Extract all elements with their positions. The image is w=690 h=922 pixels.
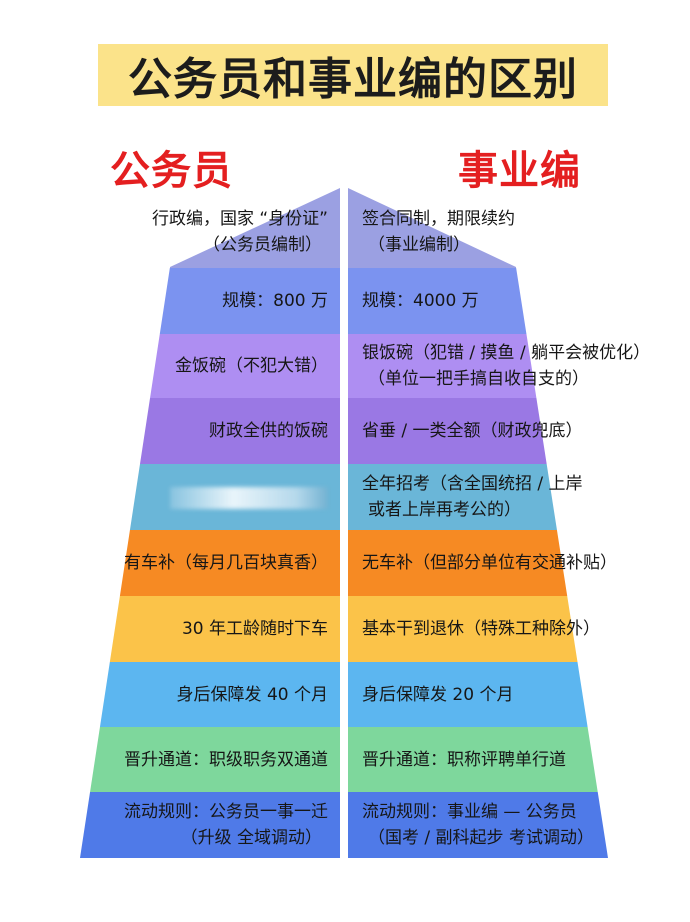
pyramid-band-left-7 xyxy=(109,596,340,662)
pyramid-band-right-9 xyxy=(348,727,598,792)
pyramid-band-right-2 xyxy=(348,268,527,334)
item-line: （国考 / 副科起步 考试调动） xyxy=(368,828,594,848)
public-institution-item: 晋升通道：职称评聘单行道 xyxy=(362,747,566,773)
public-institution-item: 签合同制，期限续约 （事业编制） xyxy=(362,206,515,258)
item-line: 身后保障发 40 个月 xyxy=(176,684,328,705)
public-institution-item: 银饭碗（犯错 / 摸鱼 / 躺平会被优化） （单位一把手搞自收自支的） xyxy=(362,340,650,392)
item-line: 30 年工龄随时下车 xyxy=(181,619,328,639)
pyramid-band-right-6 xyxy=(348,530,568,596)
item-line: （升级 全域调动） xyxy=(180,828,322,848)
pyramid-band-right-4 xyxy=(348,398,547,464)
item-line: （公务员编制） xyxy=(203,235,322,255)
pyramid-band-right-3 xyxy=(348,334,537,398)
civil-servant-item: 30 年工龄随时下车 xyxy=(182,616,328,642)
item-line: 签合同制，期限续约 xyxy=(362,209,515,229)
pyramid-band-left-2 xyxy=(159,268,340,334)
blurred-text-region xyxy=(170,487,328,509)
pyramid-band-right-5 xyxy=(348,464,557,530)
public-institution-item: 全年招考（含全国统招 / 上岸或者上岸再考公的） xyxy=(362,471,583,523)
item-line: （单位一把手搞自收自支的） xyxy=(368,369,589,389)
public-institution-header: 事业编 xyxy=(458,148,581,194)
civil-servant-item: 财政全供的饭碗 xyxy=(209,418,328,444)
item-line: 银饭碗（犯错 / 摸鱼 / 躺平会被优化） xyxy=(362,343,651,363)
civil-servant-item: 流动规则：公务员一事一迁 （升级 全域调动） xyxy=(124,799,328,851)
public-institution-item: 流动规则：事业编 — 公务员 （国考 / 副科起步 考试调动） xyxy=(362,799,594,851)
civil-servant-item: 有车补（每月几百块真香） xyxy=(124,550,328,576)
item-line: 有车补（每月几百块真香） xyxy=(124,553,328,573)
item-line: 流动规则：事业编 — 公务员 xyxy=(362,802,577,822)
pyramid-band-left-9 xyxy=(90,727,341,792)
pyramid-band-left-4 xyxy=(140,398,340,464)
pyramid-band-left-3 xyxy=(150,334,340,398)
pyramid-band-right-7 xyxy=(348,596,578,662)
item-line: （事业编制） xyxy=(368,235,470,255)
title-banner: 公务员和事业编的区别 xyxy=(98,44,608,106)
item-line: 省垂 / 一类全额（财政兜底） xyxy=(362,421,583,441)
pyramid-band-right-10 xyxy=(348,792,608,858)
item-line: 规模：4000 万 xyxy=(362,291,479,311)
item-line: 流动规则：公务员一事一迁 xyxy=(124,802,328,822)
civil-servant-header: 公务员 xyxy=(110,148,233,194)
public-institution-item: 身后保障发 20 个月 xyxy=(362,682,513,708)
civil-servant-item: 晋升通道：职级职务双通道 xyxy=(124,747,328,773)
pyramid-band-left-6 xyxy=(119,530,341,596)
item-line: 财政全供的饭碗 xyxy=(209,421,328,441)
public-institution-item: 无车补（但部分单位有交通补贴） xyxy=(362,550,617,576)
civil-servant-item: 金饭碗（不犯大错） xyxy=(175,353,328,379)
pyramid-band-right-1 xyxy=(348,188,516,268)
item-line: 无车补（但部分单位有交通补贴） xyxy=(362,553,617,573)
pyramid-band-right-8 xyxy=(348,662,588,727)
pyramid-band-left-8 xyxy=(99,662,340,727)
public-institution-item: 规模：4000 万 xyxy=(362,288,479,314)
pyramid-band-left-10 xyxy=(80,792,340,858)
item-line: 晋升通道：职称评聘单行道 xyxy=(362,749,566,770)
civil-servant-item: 行政编，国家 “身份证” （公务员编制） xyxy=(152,206,328,258)
item-line: 或者上岸再考公的） xyxy=(368,500,521,520)
item-line: 全年招考（含全国统招 / 上岸 xyxy=(362,474,583,494)
item-line: 晋升通道：职级职务双通道 xyxy=(124,749,328,770)
item-line: 行政编，国家 “身份证” xyxy=(151,209,328,229)
item-line: 基本干到退休（特殊工种除外） xyxy=(362,619,600,639)
item-line: 规模：800 万 xyxy=(222,291,328,311)
public-institution-item: 省垂 / 一类全额（财政兜底） xyxy=(362,418,583,444)
item-line: 金饭碗（不犯大错） xyxy=(175,356,328,376)
civil-servant-item: 身后保障发 40 个月 xyxy=(177,682,328,708)
pyramid-band-left-1 xyxy=(170,188,340,268)
page-title: 公务员和事业编的区别 xyxy=(128,54,578,105)
civil-servant-item: 规模：800 万 xyxy=(222,288,328,314)
item-line: 身后保障发 20 个月 xyxy=(362,684,514,705)
public-institution-item: 基本干到退休（特殊工种除外） xyxy=(362,616,600,642)
